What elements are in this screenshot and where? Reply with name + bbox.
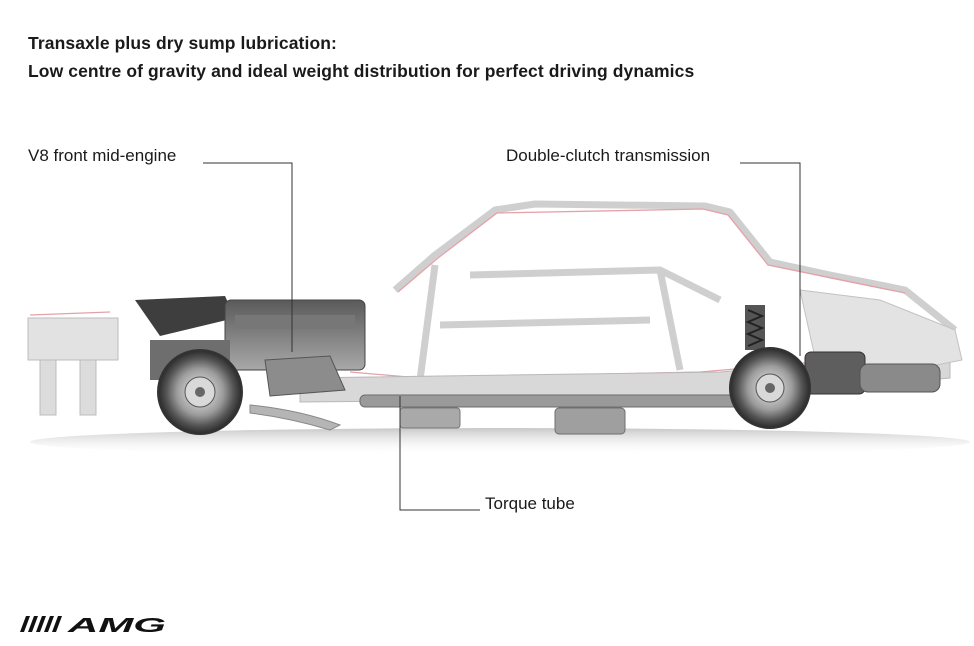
callout-v8-engine: V8 front mid-engine [28,146,177,165]
leader-lines [203,162,801,511]
transaxle [745,305,941,395]
ground-shadow [30,428,970,456]
title-line-1: Transaxle plus dry sump lubrication: [28,33,337,53]
callout-torque-tube: Torque tube [485,494,575,513]
callout-double-clutch-transmission: Double-clutch transmission [506,146,711,165]
front-brake-disc [157,349,243,435]
torque-tube [249,394,751,435]
title-line-2: Low centre of gravity and ideal weight d… [28,61,695,81]
svg-text:AMG: AMG [66,615,166,636]
body-frame [392,200,958,381]
amg-logo: AMG [20,615,166,636]
rear-brake-disc [729,347,811,429]
